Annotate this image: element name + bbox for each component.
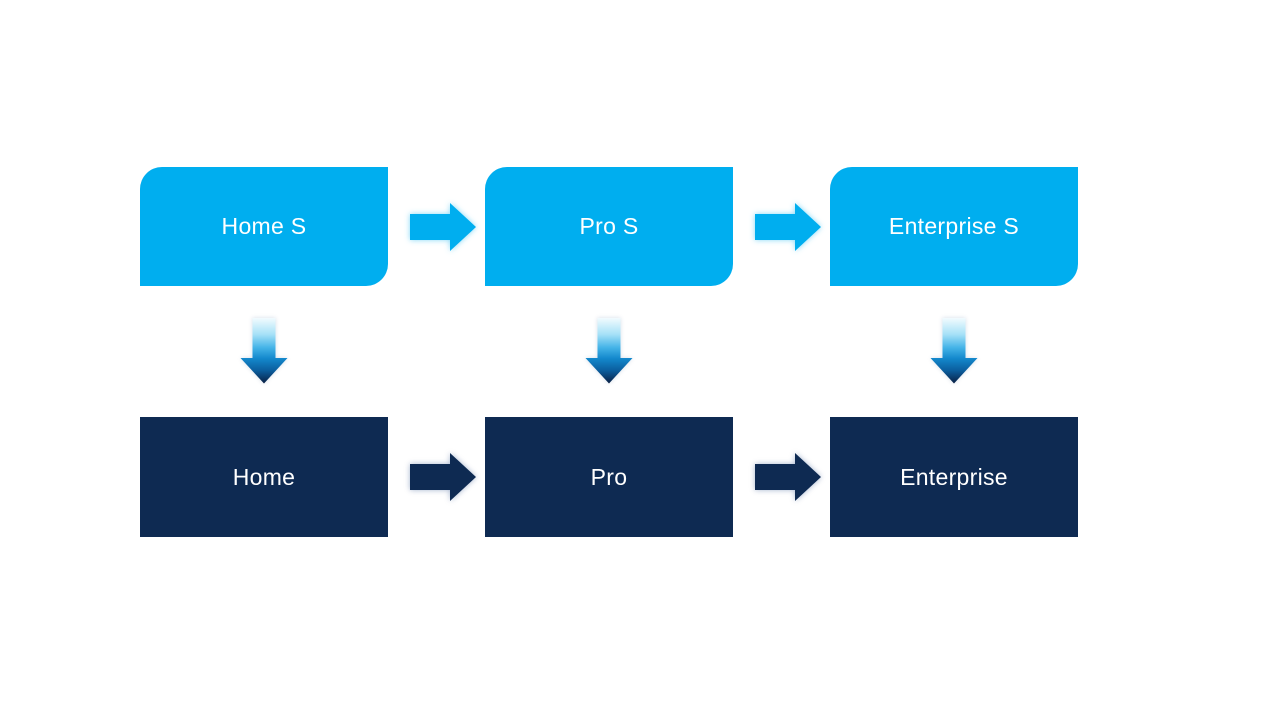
box-pro-label: Pro — [590, 463, 628, 490]
right-arrow-icon — [410, 453, 476, 501]
down-arrow-icon — [585, 318, 633, 384]
box-pro-s-label: Pro S — [579, 213, 639, 239]
box-home-label: Home — [232, 463, 296, 490]
right-arrow-icon — [755, 453, 821, 501]
box-home[interactable]: Home — [140, 417, 388, 537]
right-arrow-icon — [755, 203, 821, 251]
right-arrow-icon — [410, 203, 476, 251]
box-enterprise-label: Enterprise — [900, 463, 1008, 490]
box-enterprise-s-label: Enterprise S — [888, 213, 1020, 239]
down-arrow-icon — [930, 318, 978, 384]
box-pro-s[interactable]: Pro S — [485, 167, 733, 286]
box-home-s-label: Home S — [221, 213, 307, 239]
box-pro[interactable]: Pro — [485, 417, 733, 537]
box-home-s[interactable]: Home S — [140, 167, 388, 286]
box-enterprise-s[interactable]: Enterprise S — [830, 167, 1078, 286]
box-enterprise[interactable]: Enterprise — [830, 417, 1078, 537]
down-arrow-icon — [240, 318, 288, 384]
